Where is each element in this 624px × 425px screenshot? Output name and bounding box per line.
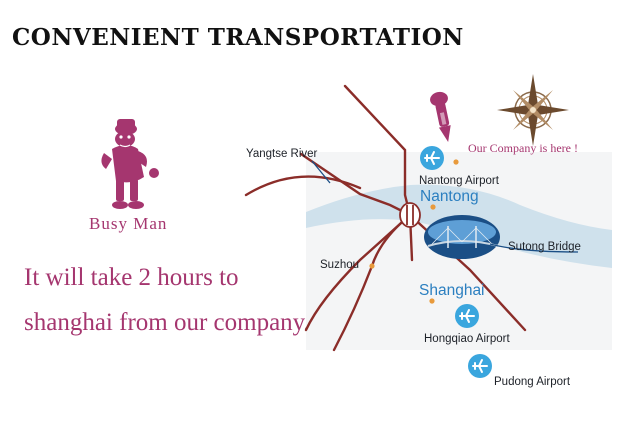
page-title: CONVENIENT TRANSPORTATION	[12, 24, 464, 51]
company-dot	[453, 159, 459, 165]
road-river-line	[244, 175, 362, 197]
label-yangtse-river: Yangtse River	[246, 148, 318, 160]
tagline-line-2: shanghai from our company.	[24, 309, 310, 336]
label-company: Our Company is here !	[468, 141, 578, 155]
suzhou-dot	[369, 263, 375, 269]
compass-rose-icon	[497, 74, 569, 146]
nantong-dot	[430, 204, 436, 210]
mascot-icon	[101, 119, 159, 209]
airplane-icon	[420, 146, 444, 170]
map-pin-icon	[430, 91, 451, 143]
label-sutong-bridge: Sutong Bridge	[508, 241, 581, 253]
label-nantong-airport: Nantong Airport	[419, 175, 500, 187]
mascot-label: Busy Man	[89, 214, 168, 233]
airplane-icon	[455, 304, 479, 328]
road-southwest	[304, 213, 412, 332]
label-pudong-airport: Pudong Airport	[494, 376, 571, 388]
label-suzhou: Suzhou	[320, 259, 359, 271]
airplane-icon	[468, 354, 492, 378]
bridge-photo	[424, 215, 500, 259]
road-suzhou	[332, 264, 374, 352]
label-nantong: Nantong	[420, 188, 479, 205]
shanghai-dot	[429, 298, 435, 304]
tagline-line-1: It will take 2 hours to	[24, 264, 239, 291]
label-shanghai: Shanghai	[419, 282, 485, 299]
label-hongqiao-airport: Hongqiao Airport	[424, 333, 510, 345]
interchange	[399, 202, 421, 228]
